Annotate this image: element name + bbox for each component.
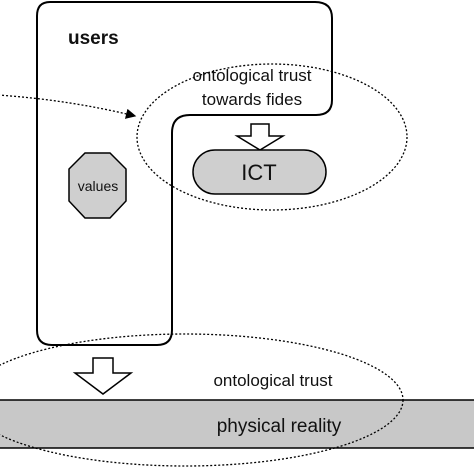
ict-down-arrow [234, 123, 286, 151]
values-octagon [68, 152, 127, 219]
ontological-trust-ellipse [0, 333, 404, 467]
users-boundary [36, 1, 333, 346]
physical-reality-bar [0, 399, 474, 449]
ontological-trust-label: ontological trust [213, 371, 332, 390]
fides-trust-label-line2: towards fides [202, 90, 302, 109]
ict-shape [192, 149, 327, 195]
reality-down-arrow [72, 357, 134, 395]
ict-label: ICT [241, 160, 276, 185]
fides-trust-label-line1: ontological trust [192, 66, 311, 85]
physical-reality-label: physical reality [217, 416, 342, 437]
users-label: users [68, 28, 119, 49]
values-label: values [78, 178, 118, 194]
trust-flow-arrow [0, 94, 137, 119]
fides-trust-ellipse [136, 63, 408, 211]
